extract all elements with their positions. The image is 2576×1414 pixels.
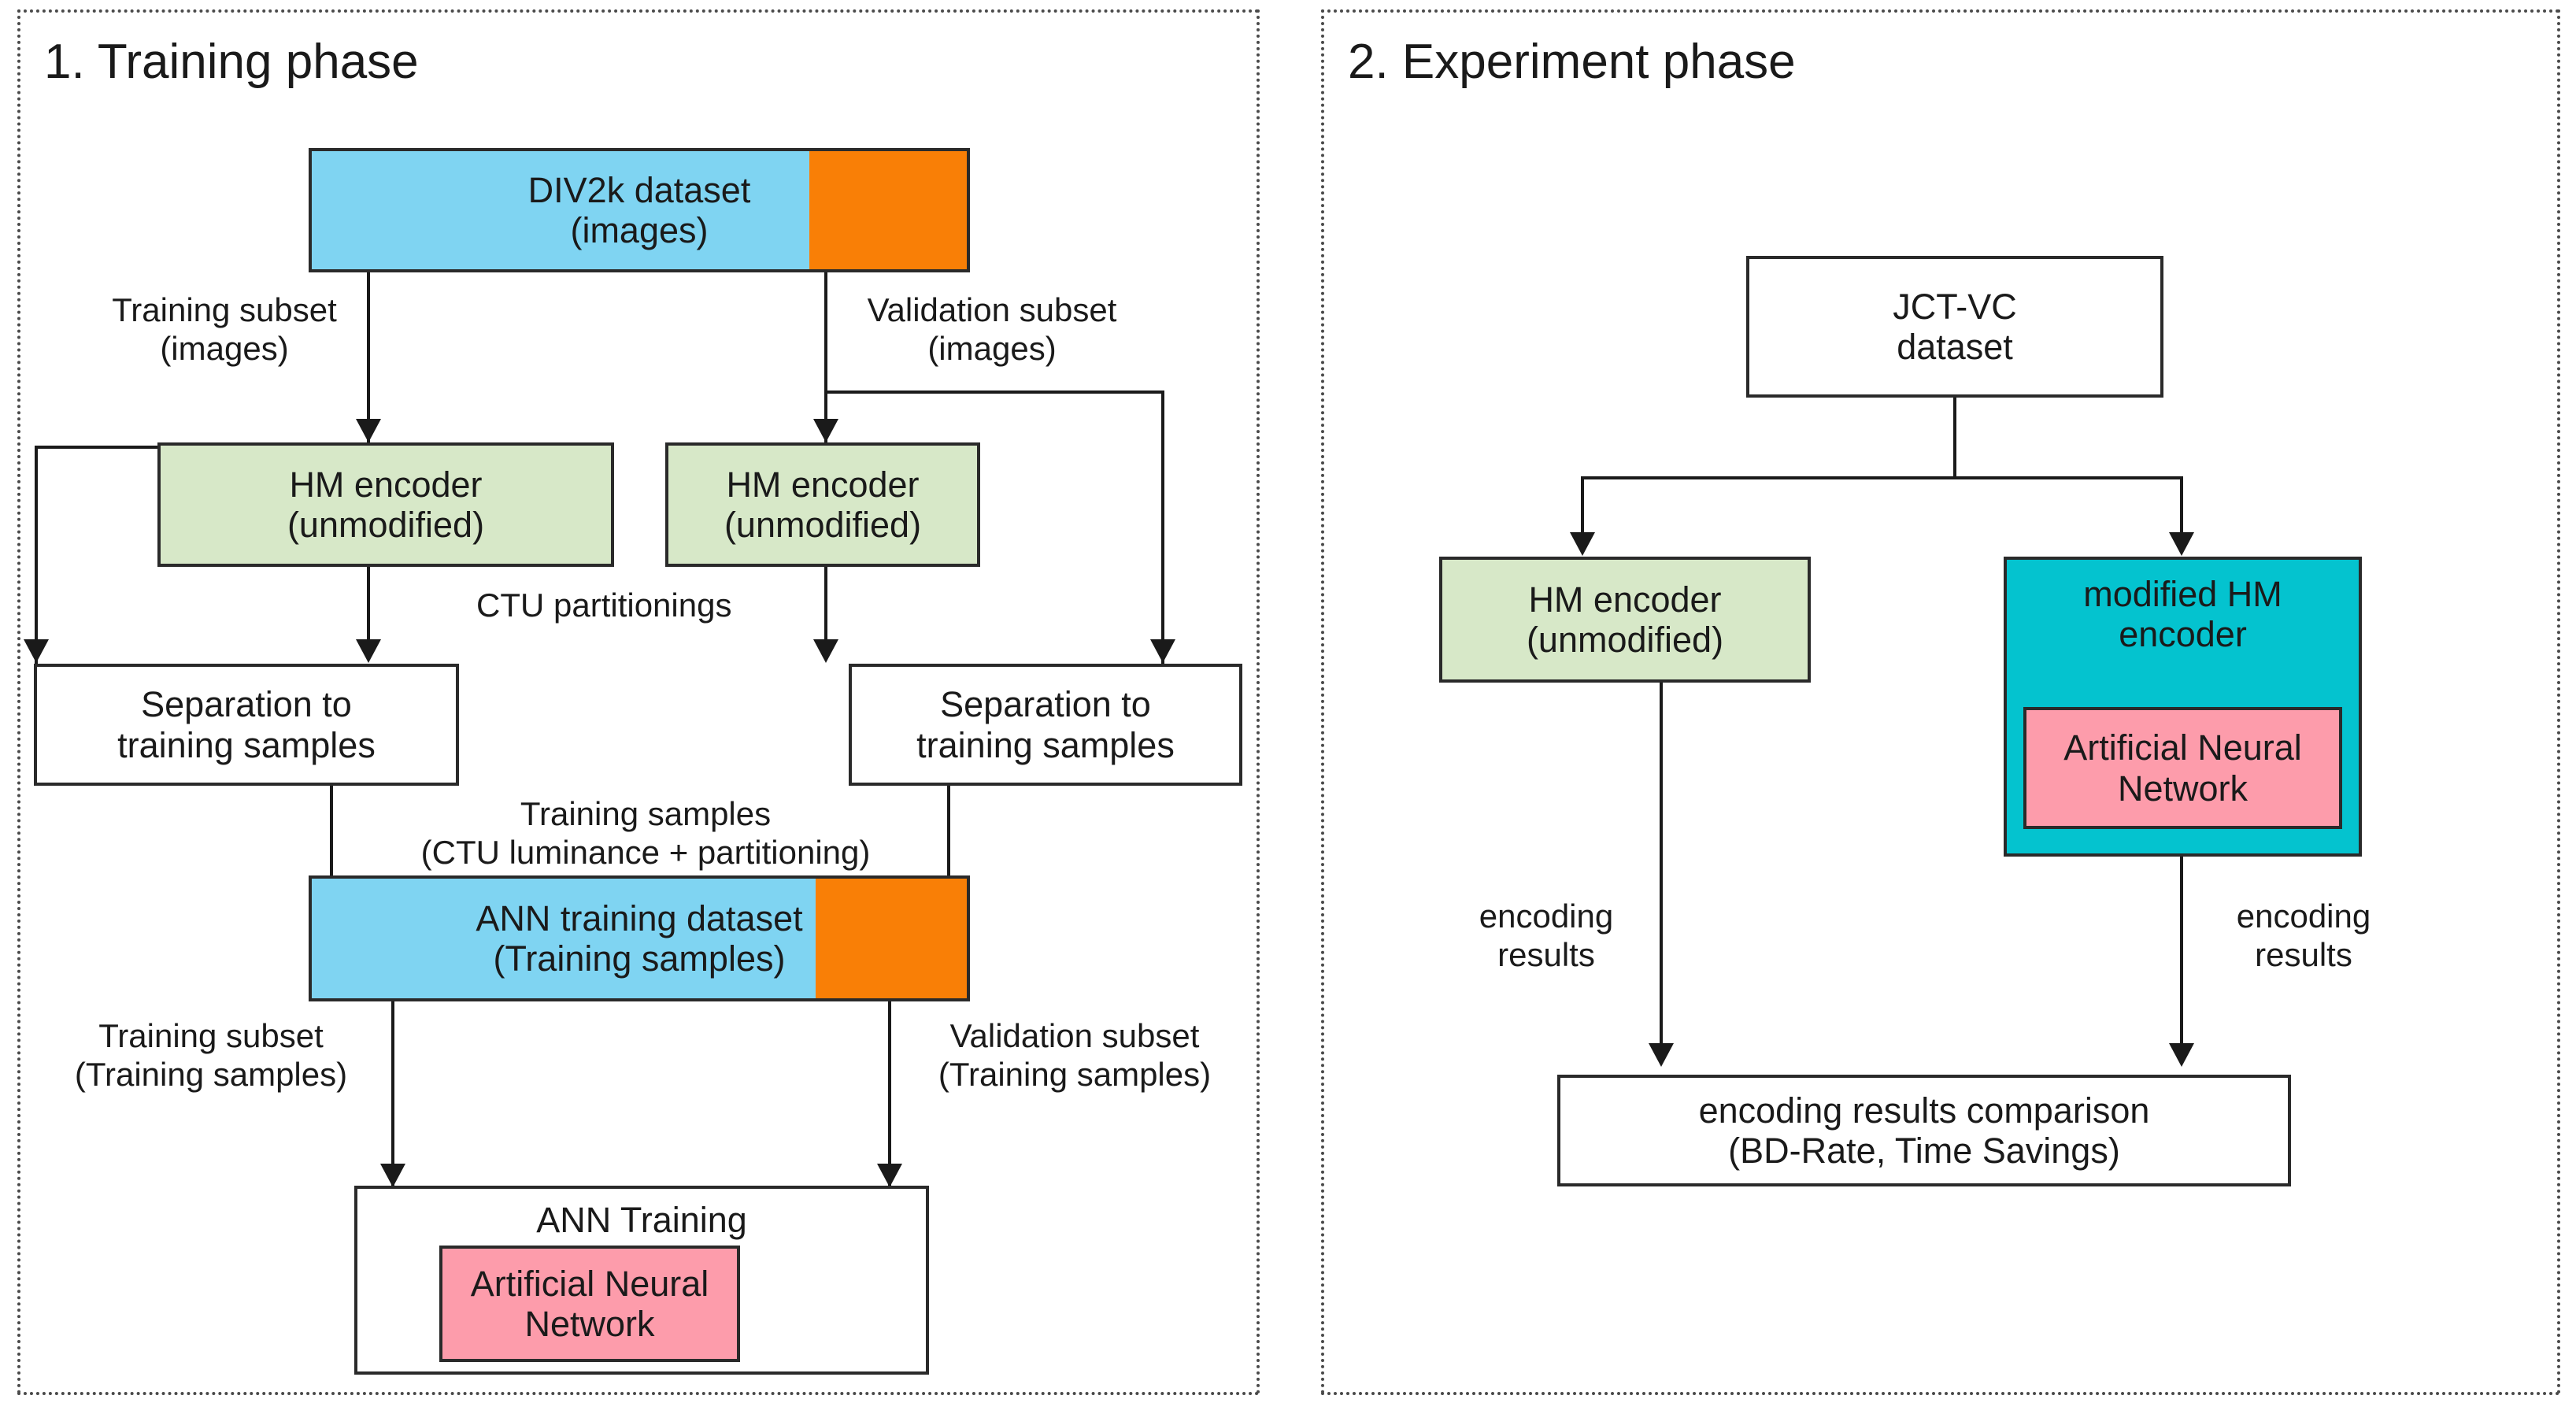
label-ctu-partitionings: CTU partitionings (476, 587, 731, 625)
experiment-hm-encoder-node: HM encoder (unmodified) (1439, 557, 1811, 683)
encoding-results-comparison-node: encoding results comparison (BD-Rate, Ti… (1557, 1075, 2291, 1186)
edge-div2k-to-right (824, 272, 827, 447)
jctvc-line-2: dataset (1897, 327, 2013, 367)
experiment-hm-line-2: (unmodified) (1526, 620, 1724, 660)
comparison-line-2: (BD-Rate, Time Savings) (1728, 1131, 2120, 1171)
arrow-div2k-to-left-hm (356, 419, 381, 442)
arrow-div2k-left-to-separation (24, 639, 49, 663)
div2k-line-1: DIV2k dataset (527, 169, 751, 210)
label-encoding-results-right: encoding results (2197, 898, 2411, 974)
arrow-hm-right-to-separation (813, 639, 838, 663)
label-validation-subset-images: Validation subset (images) (835, 291, 1149, 368)
experiment-phase-panel (1321, 9, 2560, 1395)
artificial-neural-network-node: Artificial Neural Network (439, 1246, 740, 1362)
arrow-modified-to-comparison (2169, 1043, 2194, 1067)
modified-hm-line-2: encoder (2119, 614, 2247, 655)
separation-right-node: Separation to training samples (849, 664, 1242, 786)
experiment-phase-title: 2. Experiment phase (1348, 35, 1796, 89)
edge-separation-left-to-dataset (330, 786, 333, 902)
hm-encoder-right-line-1: HM encoder (726, 464, 920, 505)
encoding-results-left-line-1: encoding (1479, 898, 1614, 935)
ann-dataset-line-2: (Training samples) (493, 938, 786, 979)
arrow-jctvc-to-modified (2169, 532, 2194, 556)
hm-encoder-left-line-1: HM encoder (289, 464, 483, 505)
label-training-subset-samples: Training subset (Training samples) (33, 1017, 389, 1094)
jctvc-line-1: JCT-VC (1893, 286, 2017, 327)
div2k-training-portion (312, 151, 816, 269)
experiment-hm-line-1: HM encoder (1528, 579, 1722, 620)
training-phase-title: 1. Training phase (44, 35, 419, 89)
arrow-div2k-to-right-hm (813, 419, 838, 442)
training-subset-images-line-1: Training subset (112, 291, 337, 328)
hm-encoder-right-line-2: (unmodified) (724, 505, 922, 545)
separation-left-line-1: Separation to (141, 684, 352, 725)
div2k-validation-portion (809, 151, 967, 269)
edge-jctvc-to-modified (2180, 476, 2183, 539)
training-samples-detail-line-2: (CTU luminance + partitioning) (420, 833, 871, 871)
ann-training-dataset-label: ANN training dataset (Training samples) (312, 879, 967, 998)
encoding-results-right-line-1: encoding (2236, 898, 2371, 935)
arrow-jctvc-to-hm (1570, 532, 1595, 556)
div2k-dataset-node: DIV2k dataset (images) (309, 148, 970, 272)
label-validation-subset-samples: Validation subset (Training samples) (898, 1017, 1252, 1094)
arrow-div2k-right-to-separation (1150, 639, 1175, 663)
validation-subset-samples-line-2: (Training samples) (938, 1055, 1212, 1093)
arrow-ann-dataset-to-training-left (380, 1164, 405, 1187)
separation-right-line-1: Separation to (940, 684, 1151, 725)
validation-subset-images-line-2: (images) (927, 329, 1057, 367)
edge-hm-right-to-separation (824, 567, 827, 646)
edge-ann-dataset-to-training-right (888, 1001, 891, 1190)
edge-jctvc-horizontal (1581, 476, 2183, 479)
training-samples-detail-line-1: Training samples (520, 795, 772, 832)
separation-left-node: Separation to training samples (34, 664, 459, 786)
edge-jctvc-down (1953, 398, 1956, 476)
comparison-line-1: encoding results comparison (1698, 1090, 2150, 1131)
arrow-hm-left-to-separation (356, 639, 381, 663)
edge-hm-left-to-separation (367, 567, 370, 646)
edge-separation-right-to-dataset (947, 786, 950, 902)
hm-encoder-right-node: HM encoder (unmodified) (665, 442, 980, 567)
validation-subset-images-line-1: Validation subset (867, 291, 1117, 328)
ann-training-dataset-node: ANN training dataset (Training samples) (309, 875, 970, 1001)
jctvc-dataset-node: JCT-VC dataset (1746, 256, 2163, 398)
edge-modified-to-comparison (2180, 857, 2183, 1049)
ann-inner-line-2: Network (524, 1304, 655, 1344)
modified-ann-line-2: Network (2117, 768, 2248, 809)
hm-encoder-left-line-2: (unmodified) (287, 505, 485, 545)
label-training-samples-detail: Training samples (CTU luminance + partit… (342, 795, 949, 872)
div2k-line-2: (images) (570, 210, 709, 250)
edge-div2k-right-branch (824, 391, 1164, 394)
training-subset-samples-line-1: Training subset (98, 1017, 324, 1054)
separation-right-line-2: training samples (916, 724, 1175, 765)
ann-training-title: ANN Training (536, 1200, 747, 1240)
encoding-results-right-line-2: results (2255, 935, 2352, 973)
div2k-dataset-label: DIV2k dataset (images) (312, 151, 967, 269)
separation-left-line-2: training samples (117, 724, 376, 765)
ctu-partitionings-text: CTU partitionings (476, 587, 732, 624)
ann-inner-line-1: Artificial Neural (470, 1263, 709, 1304)
edge-div2k-to-left (367, 272, 370, 447)
edge-jctvc-to-hm (1581, 476, 1584, 539)
modified-artificial-neural-network-node: Artificial Neural Network (2023, 707, 2342, 829)
label-encoding-results-left: encoding results (1439, 898, 1653, 974)
training-subset-images-line-2: (images) (160, 329, 289, 367)
modified-hm-line-1: modified HM (2083, 574, 2282, 614)
modified-ann-line-1: Artificial Neural (2063, 727, 2302, 768)
edge-hm-to-comparison (1660, 683, 1663, 1049)
arrow-hm-to-comparison (1649, 1043, 1674, 1067)
label-training-subset-images: Training subset (images) (87, 291, 362, 368)
training-subset-samples-line-2: (Training samples) (74, 1055, 348, 1093)
edge-div2k-right-down (1161, 391, 1164, 669)
ann-dataset-validation-portion (816, 879, 967, 998)
hm-encoder-left-node: HM encoder (unmodified) (157, 442, 614, 567)
validation-subset-samples-line-1: Validation subset (949, 1017, 1200, 1054)
arrow-ann-dataset-to-training-right (877, 1164, 902, 1187)
ann-dataset-training-portion (312, 879, 822, 998)
edge-ann-dataset-to-training-left (391, 1001, 394, 1190)
edge-div2k-left-down (35, 446, 38, 669)
encoding-results-left-line-2: results (1497, 935, 1595, 973)
ann-dataset-line-1: ANN training dataset (476, 898, 803, 938)
